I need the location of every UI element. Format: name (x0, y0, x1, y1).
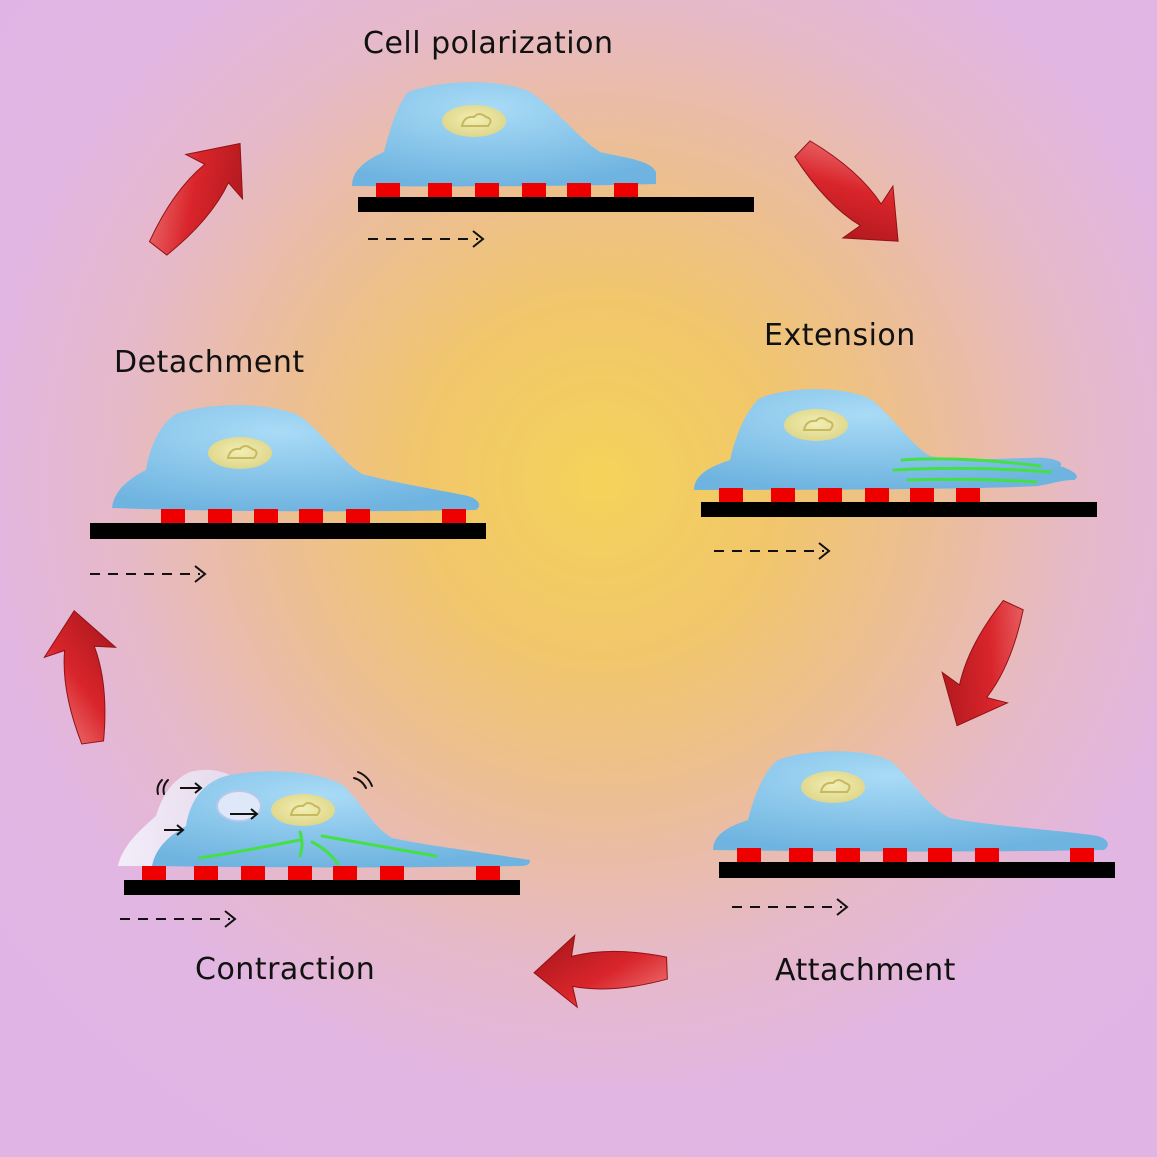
adhesion-site (737, 848, 761, 862)
adhesion-site (956, 488, 980, 502)
adhesion-site (865, 488, 889, 502)
nucleus (801, 771, 865, 803)
adhesion-site (614, 183, 638, 197)
cycle-arrow-icon (37, 605, 129, 748)
adhesion-site (476, 866, 500, 880)
direction-arrow-icon (230, 808, 259, 820)
direction-arrow-icon (714, 542, 831, 560)
direction-arrow-icon (368, 230, 485, 248)
direction-arrow-icon (90, 565, 207, 583)
adhesion-site (161, 509, 185, 523)
adhesion-site (771, 488, 795, 502)
stage-label-extension: Extension (764, 318, 916, 353)
stage-attachment (713, 751, 1115, 916)
adhesion-site (428, 183, 452, 197)
nucleolus (802, 417, 834, 431)
substrate (358, 197, 754, 212)
substrate (124, 880, 520, 895)
stage-detachment (90, 405, 486, 583)
cell-body (352, 82, 656, 187)
cycle-arrow-icon (923, 589, 1047, 742)
adhesion-site (254, 509, 278, 523)
cell-body (694, 389, 1077, 490)
stage-polarization (352, 82, 754, 248)
adhesion-site (442, 509, 466, 523)
adhesion-site (818, 488, 842, 502)
substrate (719, 862, 1115, 878)
nucleus (271, 794, 335, 826)
adhesion-site (1070, 848, 1094, 862)
adhesion-site (208, 509, 232, 523)
adhesion-site (346, 509, 370, 523)
stage-extension (694, 389, 1097, 560)
cycle-arrow-icon (776, 122, 924, 268)
actin-filaments (198, 830, 438, 866)
adhesion-site (475, 183, 499, 197)
adhesion-site (789, 848, 813, 862)
adhesion-site (380, 866, 404, 880)
stage-label-polarization: Cell polarization (363, 26, 614, 61)
adhesion-site (836, 848, 860, 862)
substrate (90, 523, 486, 539)
nucleolus (289, 802, 321, 816)
adhesion-site (975, 848, 999, 862)
nucleolus (460, 113, 492, 127)
adhesion-site (928, 848, 952, 862)
nucleolus (226, 445, 258, 459)
adhesion-sites (737, 848, 1094, 862)
cell-body (152, 771, 530, 868)
adhesion-site (142, 866, 166, 880)
cell-body (112, 405, 480, 512)
motion-marks (156, 771, 373, 795)
substrate (701, 502, 1097, 517)
adhesion-site (719, 488, 743, 502)
adhesion-site (299, 509, 323, 523)
adhesion-sites (142, 866, 500, 880)
direction-arrow-icon (164, 824, 185, 836)
stage-label-detachment: Detachment (114, 345, 305, 380)
adhesion-site (910, 488, 934, 502)
adhesion-sites (161, 509, 466, 523)
cycle-arrow-icon (532, 931, 669, 1010)
nucleus (784, 409, 848, 441)
cell-body (713, 751, 1108, 852)
adhesion-site (333, 866, 357, 880)
direction-arrow-icon (120, 910, 237, 928)
direction-arrow-icon (732, 898, 849, 916)
cycle-arrow-icon (129, 120, 269, 272)
stage-contraction (118, 769, 530, 928)
adhesion-site (376, 183, 400, 197)
nucleolus (819, 779, 851, 793)
adhesion-sites (719, 488, 980, 502)
adhesion-sites (376, 183, 638, 197)
nucleus (208, 437, 272, 469)
adhesion-site (194, 866, 218, 880)
actin-filaments (892, 457, 1052, 484)
adhesion-site (883, 848, 907, 862)
stage-label-contraction: Contraction (195, 952, 376, 987)
stage-label-attachment: Attachment (775, 953, 956, 988)
adhesion-site (288, 866, 312, 880)
adhesion-site (522, 183, 546, 197)
direction-arrow-icon (180, 782, 203, 794)
adhesion-site (567, 183, 591, 197)
adhesion-site (241, 866, 265, 880)
nucleus (442, 105, 506, 137)
motion-arrows (164, 782, 259, 836)
